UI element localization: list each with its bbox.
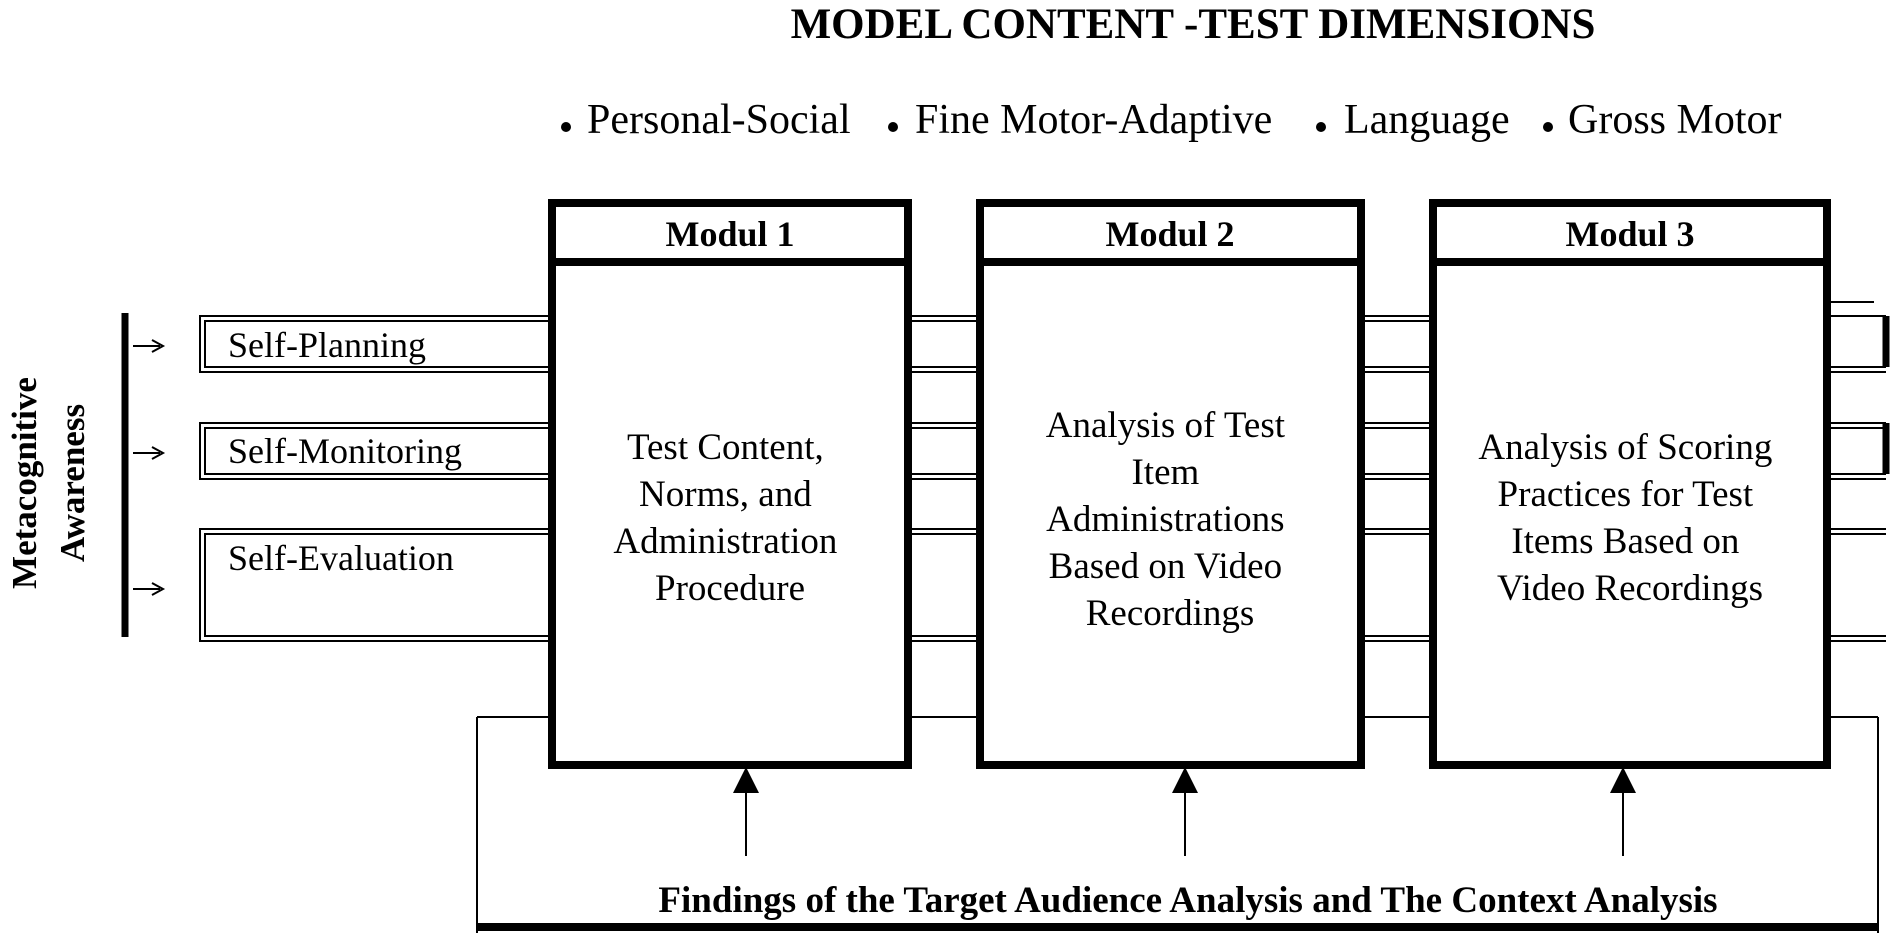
arrow-up-icon bbox=[1172, 767, 1198, 793]
bullet-dot bbox=[1543, 122, 1553, 132]
diagram-title: MODEL CONTENT -TEST DIMENSIONS bbox=[791, 1, 1596, 48]
modul-1-box bbox=[548, 199, 912, 769]
modul-2: Modul 2 Analysis of Test Item Administra… bbox=[976, 199, 1365, 769]
arrow-right-icon bbox=[151, 582, 166, 596]
modul-1-title: Modul 1 bbox=[665, 214, 794, 254]
arrow-up-icon bbox=[733, 767, 759, 793]
modul-1-line: Administration bbox=[613, 521, 837, 562]
dimension-fine-motor-adaptive: Fine Motor-Adaptive bbox=[915, 97, 1272, 143]
modul-3-line: Practices for Test bbox=[1498, 474, 1754, 515]
metacognitive-awareness-label: Metacognitive Awareness bbox=[5, 377, 92, 589]
modul-3-box bbox=[1429, 199, 1831, 769]
dimension-language: Language bbox=[1344, 97, 1510, 143]
findings-loop-frame bbox=[476, 716, 1879, 933]
dimension-gross-motor: Gross Motor bbox=[1568, 97, 1782, 143]
modul-1-line: Norms, and bbox=[639, 474, 812, 515]
modul-1-line: Test Content, bbox=[627, 427, 824, 468]
bullet-dot bbox=[561, 122, 571, 132]
modul-3-line: Items Based on bbox=[1511, 521, 1739, 562]
metacognitive-arrows bbox=[133, 339, 166, 596]
metacognitive-label-line2: Awareness bbox=[53, 404, 92, 562]
self-monitoring-label: Self-Monitoring bbox=[228, 431, 462, 471]
arrow-right-icon bbox=[151, 446, 166, 460]
bullet-dot bbox=[1316, 122, 1326, 132]
arrow-up-icon bbox=[1610, 767, 1636, 793]
modul-1: Modul 1 Test Content, Norms, and Adminis… bbox=[548, 199, 912, 769]
bullet-dot bbox=[888, 122, 898, 132]
svg-text:Test Content, Norms, and: Test Content, Norms, and Administration … bbox=[613, 427, 846, 609]
modul-3-title: Modul 3 bbox=[1565, 214, 1694, 254]
modul-2-line: Administrations bbox=[1046, 499, 1284, 540]
modul-3: Modul 3 Analysis of Scoring Practices fo… bbox=[1429, 199, 1831, 769]
modul-2-line: Analysis of Test bbox=[1046, 405, 1286, 446]
modul-3-line: Video Recordings bbox=[1497, 568, 1763, 609]
modul-2-line: Based on Video bbox=[1049, 546, 1282, 587]
modul-2-line: Item bbox=[1131, 452, 1199, 493]
findings-label: Findings of the Target Audience Analysis… bbox=[658, 880, 1717, 921]
findings-arrows bbox=[733, 767, 1636, 856]
svg-text:Analysis of Test Item: Analysis of Test Item Administrations Ba… bbox=[1046, 405, 1295, 634]
arrow-right-icon bbox=[151, 339, 166, 353]
dimension-personal-social: Personal-Social bbox=[587, 97, 851, 143]
self-evaluation-label: Self-Evaluation bbox=[228, 538, 454, 578]
modul-2-line: Recordings bbox=[1086, 593, 1255, 634]
modul-1-line: Procedure bbox=[655, 568, 805, 609]
modul-2-title: Modul 2 bbox=[1105, 214, 1234, 254]
modul-3-line: Analysis of Scoring bbox=[1478, 427, 1772, 468]
test-dimensions-row: Personal-Social Fine Motor-Adaptive Lang… bbox=[561, 97, 1782, 143]
self-planning-label: Self-Planning bbox=[228, 325, 426, 365]
metacognitive-label-line1: Metacognitive bbox=[5, 377, 44, 589]
svg-text:Analysis of Scoring Prac: Analysis of Scoring Practices for Test I… bbox=[1478, 427, 1781, 609]
modul-2-box bbox=[976, 199, 1365, 769]
